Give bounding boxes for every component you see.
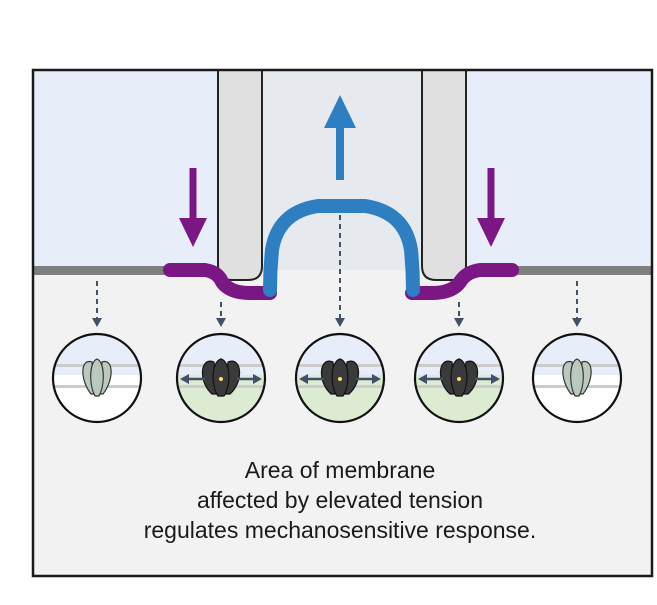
membrane-stretched-dome [263, 199, 420, 297]
pipette-wall-right [421, 70, 467, 281]
channel-closed-icon [82, 358, 112, 397]
connector-arrow-heads [92, 318, 582, 327]
membrane-resting-left [33, 266, 173, 275]
caption-line-2: affected by elevated tension [196, 487, 483, 513]
caption: Area of membrane affected by elevated te… [40, 455, 640, 545]
pipette-wall-left [217, 70, 263, 281]
pore-dot [457, 377, 461, 381]
compression-arrow-left-head [179, 218, 207, 247]
suction-arrow-head [324, 95, 356, 128]
membrane-resting-right [512, 266, 652, 275]
connector-arrows [96, 215, 578, 318]
pore-dot [219, 377, 223, 381]
figure-frame [31, 68, 654, 578]
pore-dot [338, 377, 342, 381]
tension-arrows-icon [299, 374, 381, 384]
compression-arrow-right-head [477, 218, 505, 247]
caption-line-1: Area of membrane [244, 457, 436, 483]
tension-arrows-icon [418, 374, 500, 384]
tension-arrows-icon [180, 374, 262, 384]
membrane-compressed-left [163, 263, 277, 300]
channel-closed-icon [562, 358, 592, 397]
caption-line-3: regulates mechanosensitive response. [143, 517, 537, 543]
membrane-compressed-right [405, 263, 519, 300]
